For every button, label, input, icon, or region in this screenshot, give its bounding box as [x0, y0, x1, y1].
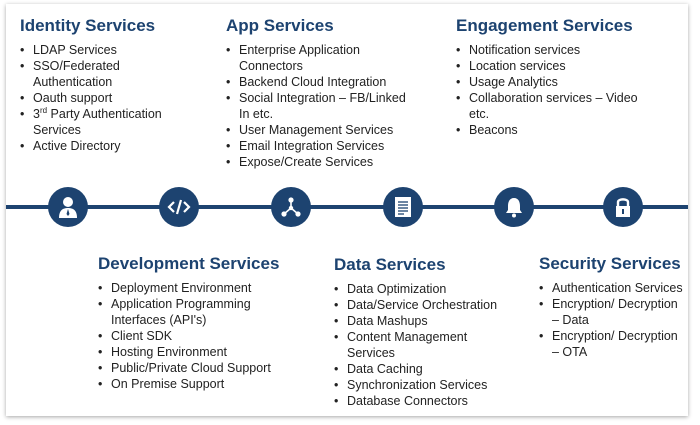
- services-diagram: Identity Services LDAP Services SSO/Fede…: [6, 4, 688, 416]
- section-title: Development Services: [98, 254, 280, 273]
- list-item: Client SDK: [98, 328, 303, 344]
- data-services-section: Data Services Data Optimization Data/Ser…: [334, 255, 514, 409]
- ordinal-number: 3: [33, 107, 40, 121]
- lock-icon: [616, 198, 630, 217]
- development-services-section: Development Services Deployment Environm…: [98, 254, 303, 392]
- timeline-node-security: [603, 187, 643, 227]
- section-title: Security Services: [539, 254, 681, 273]
- list-item: Enterprise Application Connectors: [226, 42, 411, 74]
- list-item: Backend Cloud Integration: [226, 74, 411, 90]
- list-item: Beacons: [456, 122, 646, 138]
- app-services-section: App Services Enterprise Application Conn…: [226, 16, 411, 170]
- timeline-node-identity: [48, 187, 88, 227]
- list-item: Data Mashups: [334, 313, 514, 329]
- list-item: Encryption/ Decryption – OTA: [539, 328, 685, 360]
- list-item: Data Optimization: [334, 281, 514, 297]
- section-title: Engagement Services: [456, 16, 633, 35]
- list-item: Usage Analytics: [456, 74, 646, 90]
- list-item: Hosting Environment: [98, 344, 303, 360]
- list-item: Deployment Environment: [98, 280, 303, 296]
- list-item: Content Management Services: [334, 329, 514, 361]
- list-item: Notification services: [456, 42, 646, 58]
- engagement-services-section: Engagement Services Notification service…: [456, 16, 646, 138]
- identity-services-section: Identity Services LDAP Services SSO/Fede…: [20, 16, 200, 154]
- document-icon: [395, 197, 411, 217]
- section-title: Identity Services: [20, 16, 156, 35]
- list-item-rest: Party Authentication Services: [33, 107, 162, 137]
- list-item: Authentication Services: [539, 280, 685, 296]
- timeline-node-data: [383, 187, 423, 227]
- list-item: Active Directory: [20, 138, 200, 154]
- list-item: Application Programming Interfaces (API'…: [98, 296, 303, 328]
- list-item: Data Caching: [334, 361, 514, 377]
- code-icon: [167, 199, 191, 215]
- timeline-line: [6, 205, 688, 209]
- list-item: Database Connectors: [334, 393, 514, 409]
- list-item: Synchronization Services: [334, 377, 514, 393]
- list-item: Social Integration – FB/Linked In etc.: [226, 90, 411, 122]
- security-services-section: Security Services Authentication Service…: [539, 254, 685, 360]
- list-item: Location services: [456, 58, 646, 74]
- list-item: On Premise Support: [98, 376, 303, 392]
- section-title: Data Services: [334, 255, 446, 274]
- list-item: Public/Private Cloud Support: [98, 360, 303, 376]
- list-item: Data/Service Orchestration: [334, 297, 514, 313]
- list-item: Email Integration Services: [226, 138, 411, 154]
- list-item: 3rd Party Authentication Services: [20, 106, 200, 138]
- timeline-node-engagement: [494, 187, 534, 227]
- timeline-node-app: [159, 187, 199, 227]
- list-item: Encryption/ Decryption – Data: [539, 296, 685, 328]
- bell-icon: [506, 198, 522, 218]
- list-item: User Management Services: [226, 122, 411, 138]
- list-item: Oauth support: [20, 90, 200, 106]
- list-item: Expose/Create Services: [226, 154, 411, 170]
- list-item: LDAP Services: [20, 42, 200, 58]
- list-item: SSO/Federated Authentication: [20, 58, 200, 90]
- list-item: Collaboration services – Video etc.: [456, 90, 646, 122]
- timeline-node-network: [271, 187, 311, 227]
- network-icon: [281, 197, 301, 217]
- ordinal-suffix: rd: [39, 105, 48, 115]
- section-title: App Services: [226, 16, 334, 35]
- user-icon: [59, 197, 77, 218]
